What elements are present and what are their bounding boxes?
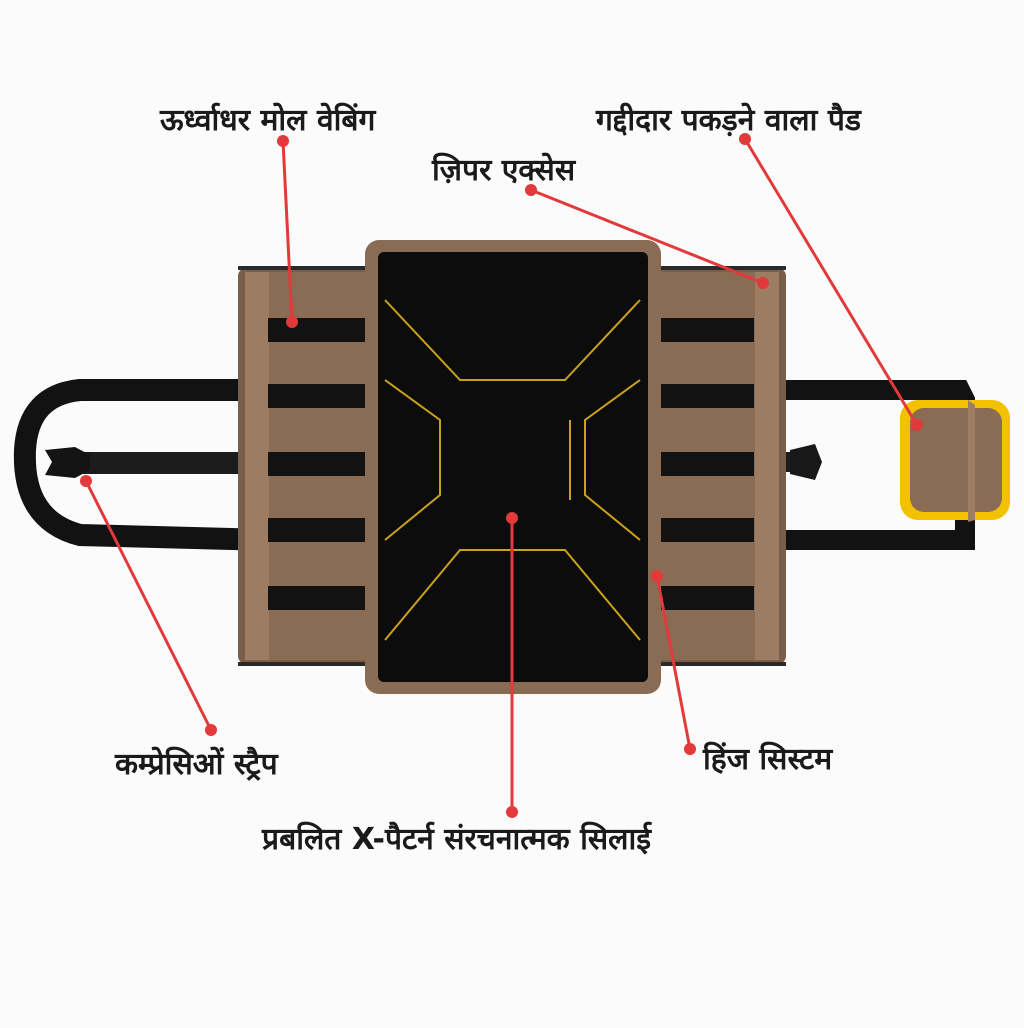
molle-webbing-left [268, 318, 372, 610]
leader-dots [80, 133, 923, 818]
leader-lines [84, 138, 919, 812]
label-x-pattern-stitching: प्रबलित X-पैटर्न संरचनात्मक सिलाई [262, 822, 652, 857]
left-strap-loop [13, 379, 290, 551]
label-padded-grip: गद्दीदार पकड़ने वाला पैड [596, 103, 861, 138]
molle-webbing-right [650, 318, 754, 610]
label-compression-strap: कम्प्रेसिओं स्ट्रैप [115, 747, 278, 782]
padded-grip-pad [900, 400, 1010, 522]
label-zipper-access: ज़िपर एक्सेस [432, 153, 576, 188]
side-release-buckle-left [45, 447, 90, 478]
label-hinge-system: हिंज सिस्टम [703, 742, 833, 777]
label-molle-webbing: ऊर्ध्वाधर मोल वेबिंग [160, 103, 376, 138]
center-panel [365, 240, 661, 694]
